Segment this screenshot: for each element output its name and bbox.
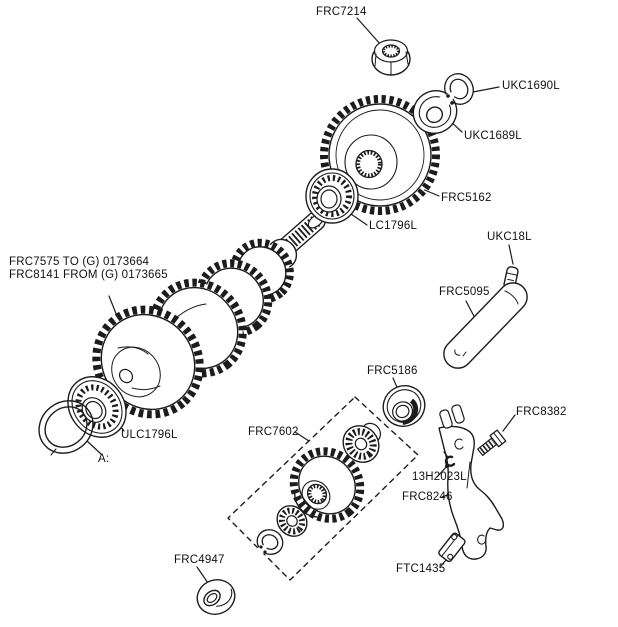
needle-bearing-b: [276, 505, 308, 537]
ring-a: [38, 400, 94, 456]
gear-frc7602: [289, 447, 365, 523]
label-frc7214: FRC7214: [316, 6, 367, 18]
bearing-frc5186: [382, 385, 426, 427]
label-ukc1689l: UKC1689L: [464, 130, 522, 142]
layshaft-gear-1: [92, 305, 204, 419]
label-frc5186: FRC5186: [367, 365, 418, 377]
layshaft-gear-cluster: [92, 211, 326, 419]
bolt-frc8382: [477, 429, 507, 456]
lever-clevis: [439, 404, 465, 429]
circlip-ukc1690l: [438, 73, 474, 110]
note-frc8141: FRC8141 FROM (G) 0173665: [9, 269, 168, 281]
label-frc5095: FRC5095: [439, 286, 490, 298]
bearing-lc1796l: [305, 168, 359, 224]
washer-frc4947: [196, 579, 236, 615]
label-lc1796l: LC1796L: [369, 220, 418, 232]
label-frc5162: FRC5162: [441, 192, 492, 204]
lever-frc8246: [438, 404, 505, 560]
small-circlip: [255, 529, 284, 556]
note-frc7575: FRC7575 TO (G) 0173664: [9, 256, 150, 268]
bearing-ulc1796l: [67, 376, 127, 438]
clip-13h2023l: [443, 451, 456, 468]
label-marker-a: A:: [98, 453, 110, 465]
label-frc4947: FRC4947: [174, 554, 225, 566]
label-ulc1796l: ULC1796L: [121, 429, 178, 441]
layshaft-gear-4: [230, 238, 294, 304]
label-frc8246: FRC8246: [402, 491, 453, 503]
label-ukc18l: UKC18L: [487, 231, 532, 243]
label-frc7602: FRC7602: [248, 426, 299, 438]
label-ukc1690l: UKC1690L: [502, 80, 560, 92]
needle-bearing-a: [342, 422, 382, 463]
label-ftc1435: FTC1435: [396, 563, 446, 575]
shaft-frc5095: [443, 282, 528, 369]
label-13h2023l: 13H2023L: [412, 471, 467, 483]
bracket-ftc1435: [438, 532, 466, 563]
nut-frc7214: [371, 39, 411, 76]
kit-box-frc7602: [227, 396, 419, 581]
label-frc8382: FRC8382: [516, 406, 567, 418]
